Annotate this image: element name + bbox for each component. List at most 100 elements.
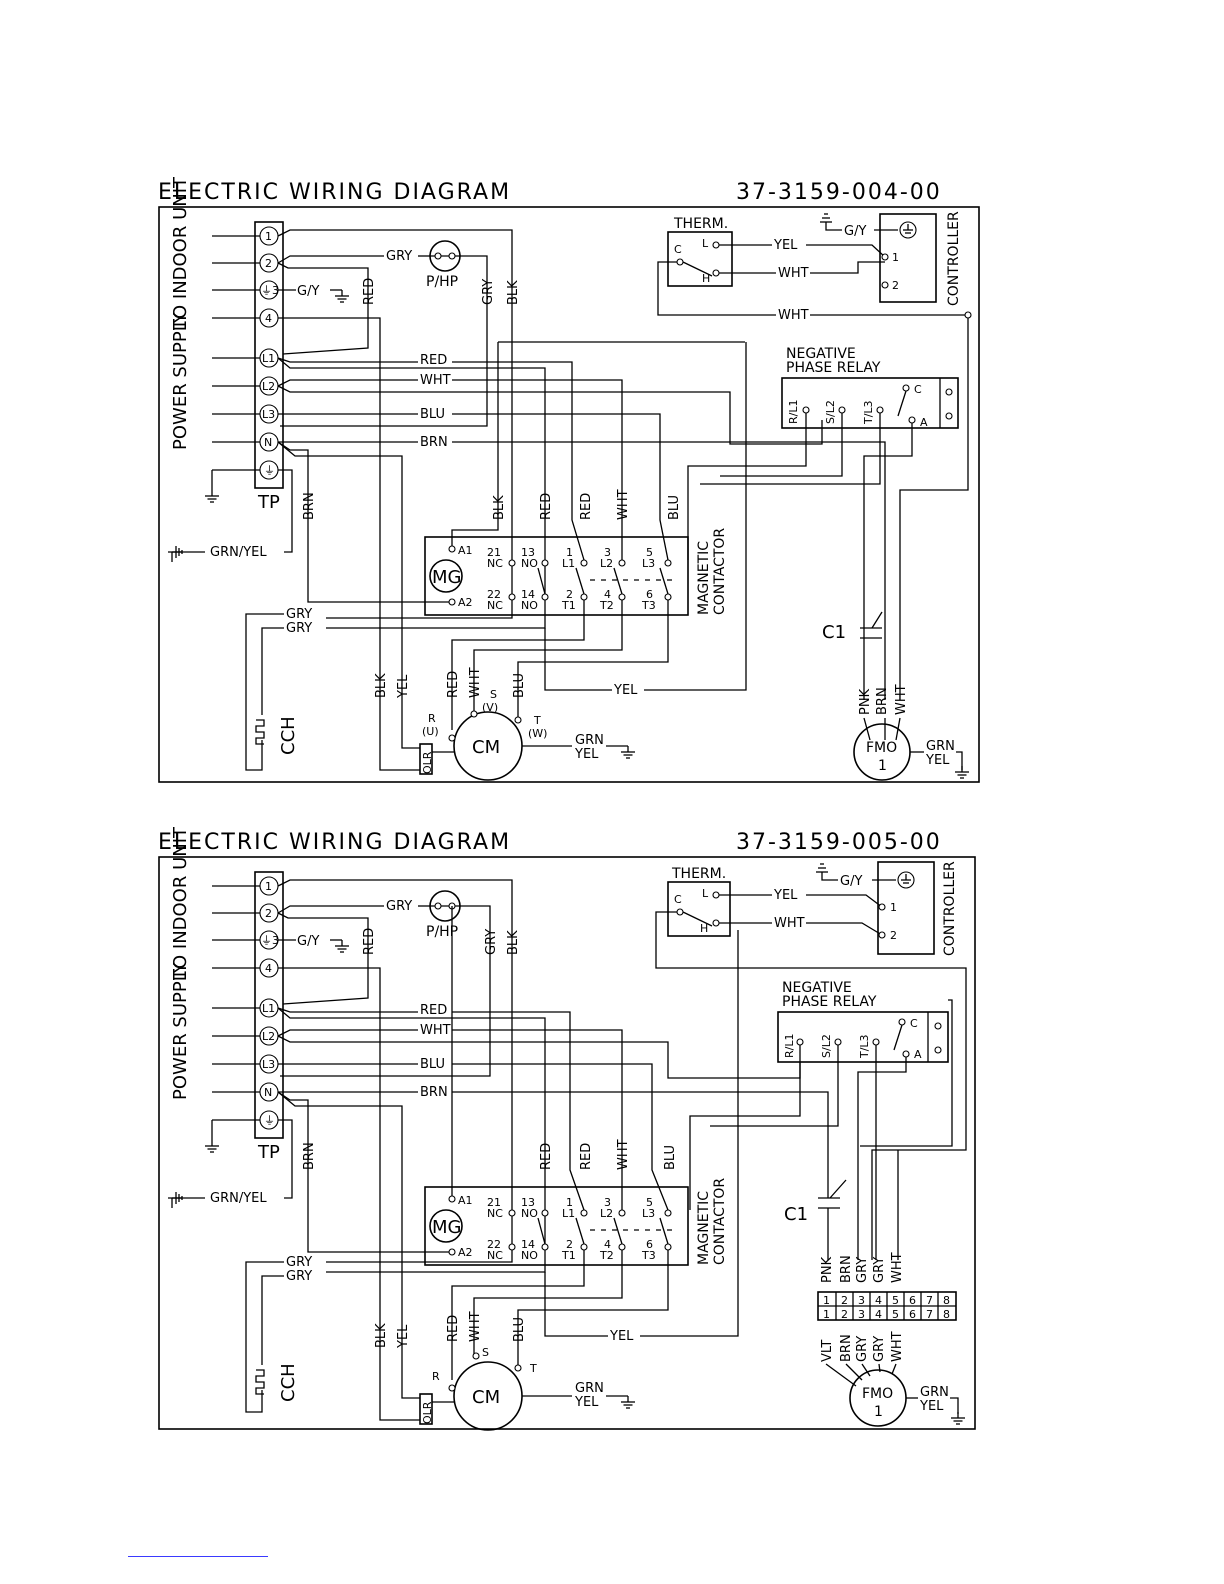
tp-term-l2-b: L2 [262, 1030, 275, 1043]
wire-label: GRY [481, 279, 496, 305]
tp-term-1: 1 [265, 230, 272, 243]
c-3: 3 [604, 546, 611, 559]
wire-label: BRN [875, 687, 890, 715]
tp-term-2-b: 2 [265, 907, 272, 920]
relay-tl3-b: T/L3 [858, 1034, 871, 1059]
diagram-b-title: ELECTRIC WIRING DIAGRAM [158, 830, 511, 855]
c-nc-b: NC [487, 1207, 503, 1220]
c-l3: L3 [642, 557, 655, 570]
c-t2-b: T2 [599, 1249, 614, 1262]
c-21: 21 [487, 546, 501, 559]
wire-label: BRN [420, 1085, 448, 1100]
wire-label: YEL [396, 674, 411, 699]
wire-label: YEL [574, 1395, 599, 1410]
olr-label: OLR [421, 751, 434, 774]
indoor-unit-label-b: TO INDOOR UNIT [170, 826, 191, 981]
tp-label: TP [257, 492, 280, 513]
cch-label: CCH [278, 716, 299, 755]
c1-label: C1 [822, 622, 846, 643]
c-14: 14 [521, 588, 535, 601]
wire-label: BRN [302, 1142, 317, 1170]
wire-label: BRN [302, 492, 317, 520]
indoor-unit-label-a: TO INDOOR UNIT [170, 176, 191, 331]
c-6: 6 [646, 588, 653, 601]
wire-label: WHT [890, 1252, 905, 1283]
diagram-b: ELECTRIC WIRING DIAGRAM 37-3159-005-00 T… [158, 826, 976, 1431]
wire-label: PNK [820, 1256, 835, 1283]
fmo-num-b: 1 [874, 1404, 883, 1420]
wire-label: WHT [420, 1023, 451, 1038]
ctrl-1-b: 1 [890, 901, 897, 914]
wire-label: GRN [920, 1385, 949, 1400]
contactor-a2-b: A2 [458, 1246, 473, 1259]
wire-label: G/Y [840, 874, 862, 889]
relay-label-1: NEGATIVE [786, 346, 856, 362]
ctrl-2-b: 2 [890, 929, 897, 942]
c-no-b: NO [521, 1207, 538, 1220]
wire-label: PNK [858, 688, 873, 715]
therm-c-b: C [674, 893, 682, 906]
c-6-b: 6 [646, 1238, 653, 1251]
compressor-cm-b: CM R S T OLR GRN YEL [419, 1346, 636, 1431]
conn-a3: 3 [858, 1294, 865, 1307]
therm-label-b: THERM. [671, 866, 726, 882]
conn-b1: 1 [823, 1308, 830, 1321]
tp-term-3: ⏚3 [261, 284, 279, 297]
cch-label-b: CCH [278, 1363, 299, 1402]
wire-label: WHT [616, 489, 631, 520]
conn-b2: 2 [841, 1308, 848, 1321]
thermostat-b: THERM. C L H [667, 866, 731, 937]
cm-v: (V) [482, 701, 498, 714]
tp-term-l3-b: L3 [262, 1058, 275, 1071]
wire-label: YEL [773, 238, 798, 253]
c-l2-b: L2 [600, 1207, 613, 1220]
cm-u: (U) [422, 725, 439, 738]
mg-label-b: MG [432, 1217, 461, 1238]
wire-label: GRN [926, 739, 955, 754]
wire-label: BLK [374, 673, 389, 698]
therm-label: THERM. [673, 216, 728, 232]
controller-b: CONTROLLER 1 2 G/Y [816, 861, 958, 956]
tp-term-4-b: 4 [265, 962, 272, 975]
wire-label: BLK [506, 280, 521, 305]
therm-l-b: L [702, 887, 709, 900]
wire-label: WHT [778, 266, 809, 281]
ctrl-1: 1 [892, 251, 899, 264]
conn-b8: 8 [943, 1308, 950, 1321]
diagram-a-title: ELECTRIC WIRING DIAGRAM [158, 180, 511, 205]
c-t1: T1 [561, 599, 576, 612]
tp-term-gnd-b: ⏚ [264, 1114, 275, 1127]
c-3-b: 3 [604, 1196, 611, 1209]
terminal-block-tp-b [254, 871, 284, 1139]
cm-w: (W) [528, 727, 547, 740]
conn-b3: 3 [858, 1308, 865, 1321]
wire-label: WHT [468, 667, 483, 698]
contactor-label-2: CONTACTOR [712, 528, 728, 615]
tp-term-n: N [264, 436, 272, 449]
wire-label: GRY [386, 899, 412, 914]
conn-a6: 6 [909, 1294, 916, 1307]
c-13: 13 [521, 546, 535, 559]
c-l1: L1 [562, 557, 575, 570]
wire-label: YEL [925, 753, 950, 768]
tp-term-3-b: ⏚3 [261, 934, 279, 947]
wire-label: BLU [420, 407, 445, 422]
c-t1-b: T1 [561, 1249, 576, 1262]
olr-label-b: OLR [421, 1401, 434, 1424]
capacitor-c1-a: C1 [822, 611, 883, 643]
conn-a4: 4 [875, 1294, 882, 1307]
c-no2-b: NO [521, 1249, 538, 1262]
contactor-label-1: MAGNETIC [696, 541, 712, 615]
c-l2: L2 [600, 557, 613, 570]
relay-a: A [920, 416, 928, 429]
c-5-b: 5 [646, 1196, 653, 1209]
wire-label: BRN [839, 1255, 854, 1283]
wire-label: G/Y [844, 224, 866, 239]
wire-label: WHT [890, 1331, 905, 1362]
therm-c: C [674, 243, 682, 256]
crankcase-heater: CCH [255, 716, 299, 755]
relay-rl1-b: R/L1 [783, 1034, 796, 1058]
tp-term-l1-b: L1 [262, 1002, 275, 1015]
c-22: 22 [487, 588, 501, 601]
diagram-b-code: 37-3159-005-00 [736, 830, 942, 855]
